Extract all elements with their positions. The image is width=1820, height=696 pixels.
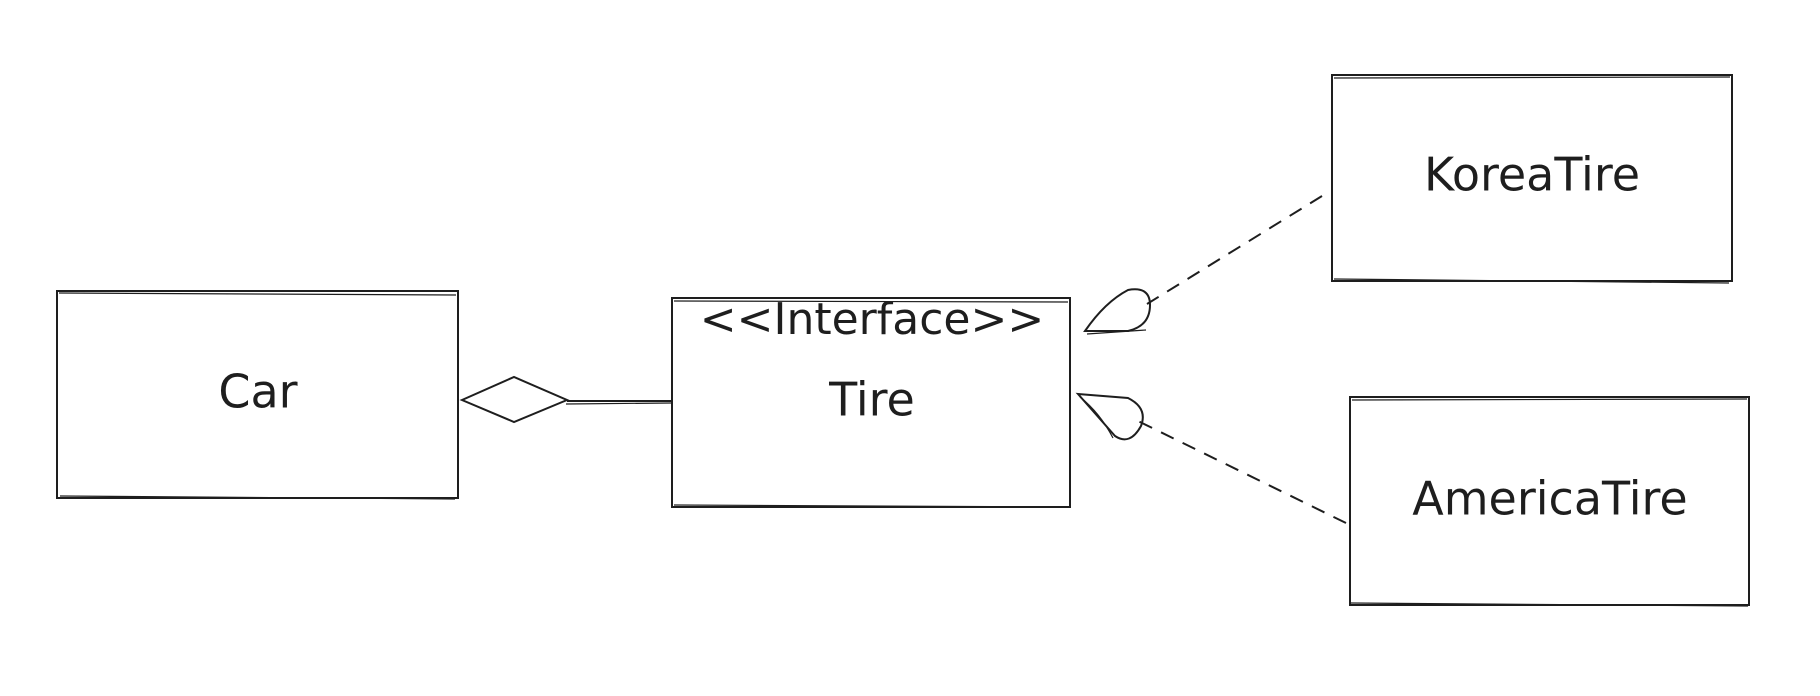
node-tire-sketch-lines [673, 300, 1070, 508]
edge-america-tire-dashed-line [1137, 420, 1347, 524]
node-tire-stereotype: <<Interface>> [700, 294, 1044, 345]
node-tire[interactable]: <<Interface>> Tire [671, 294, 1071, 508]
node-car[interactable]: Car [56, 290, 459, 500]
edge-car-tire-line-sketch [565, 402, 672, 405]
edge-america-tire-realization[interactable] [1075, 392, 1347, 524]
realization-arrowhead-icon [1083, 288, 1152, 332]
node-car-sketch-lines [58, 292, 457, 500]
node-america-tire[interactable]: AmericaTire [1349, 396, 1750, 607]
node-korea-tire[interactable]: KoreaTire [1331, 74, 1733, 284]
node-america-tire-sketch-lines [1350, 398, 1749, 607]
node-tire-label: Tire [828, 373, 915, 427]
node-america-tire-label: AmericaTire [1412, 472, 1687, 526]
realization-arrowhead-sketch [1079, 396, 1114, 439]
edge-korea-tire-realization[interactable] [1083, 195, 1323, 335]
realization-arrowhead-icon [1075, 392, 1144, 441]
realization-arrowhead-sketch [1086, 329, 1147, 335]
edge-korea-tire-dashed-line [1146, 195, 1323, 305]
node-korea-tire-label: KoreaTire [1424, 148, 1640, 202]
node-korea-tire-sketch-lines [1333, 76, 1731, 284]
edge-car-tire-aggregation[interactable] [459, 375, 672, 424]
node-car-label: Car [218, 365, 297, 419]
node-tire-box [671, 297, 1071, 508]
aggregation-diamond-icon [459, 375, 570, 424]
